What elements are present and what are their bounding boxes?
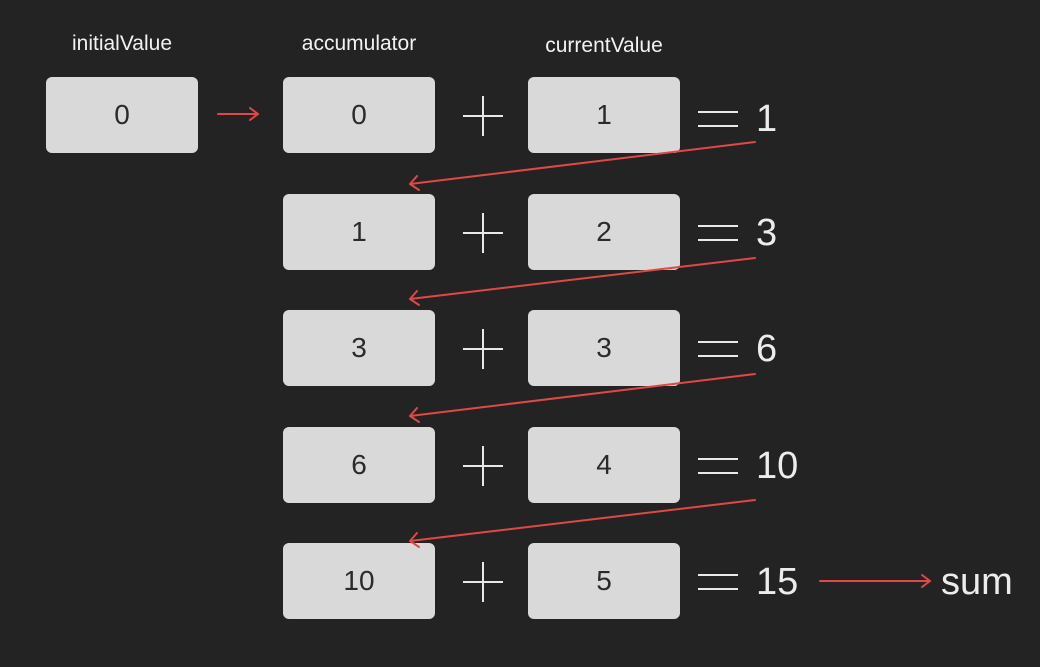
plus-icon	[463, 96, 503, 136]
accumulator-box: 1	[283, 194, 435, 270]
plus-icon	[463, 446, 503, 486]
equals-icon	[698, 225, 738, 241]
current-value-box: 1	[528, 77, 680, 153]
arrow-result-to-accumulator	[409, 499, 756, 548]
accumulator-box: 10	[283, 543, 435, 619]
accumulator-box: 6	[283, 427, 435, 503]
equals-icon	[698, 341, 738, 357]
arrow-result-to-accumulator	[409, 257, 756, 306]
current-value-box: 4	[528, 427, 680, 503]
initial-value-header: initialValue	[71, 32, 173, 55]
current-value-box: 2	[528, 194, 680, 270]
current-value-box: 3	[528, 310, 680, 386]
accumulator-box: 3	[283, 310, 435, 386]
equals-icon	[698, 111, 738, 127]
plus-icon	[463, 329, 503, 369]
result-value: 1	[756, 98, 778, 140]
current-value-header: currentValue	[545, 34, 663, 57]
result-value: 15	[756, 561, 799, 603]
equals-icon	[698, 574, 738, 590]
equals-icon	[698, 458, 738, 474]
sum-label: sum	[941, 561, 1013, 603]
plus-icon	[463, 213, 503, 253]
arrow-result-to-accumulator	[409, 141, 756, 191]
result-value: 3	[756, 212, 778, 254]
arrow-result-to-sum	[819, 574, 931, 588]
plus-icon	[463, 562, 503, 602]
accumulator-header: accumulator	[301, 32, 417, 55]
result-value: 6	[756, 328, 778, 370]
accumulator-box: 0	[283, 77, 435, 153]
result-value: 10	[756, 445, 799, 487]
arrow-initial-to-accumulator	[217, 107, 259, 121]
current-value-box: 5	[528, 543, 680, 619]
initial-value-box: 0	[46, 77, 198, 153]
arrow-result-to-accumulator	[409, 373, 756, 423]
